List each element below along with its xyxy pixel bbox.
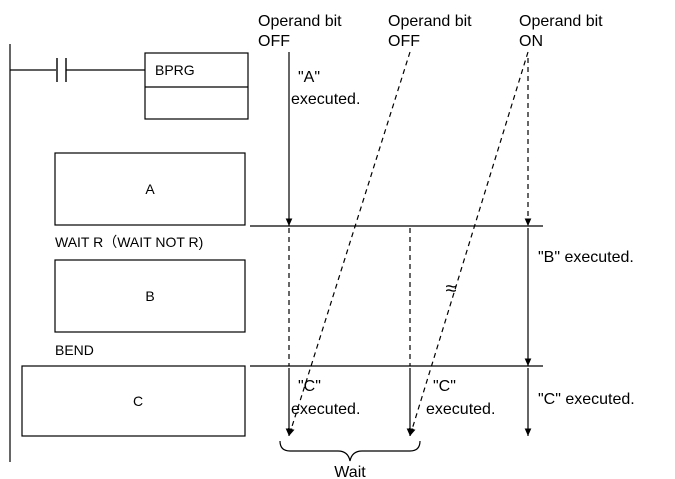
wait-statement-label: WAIT R（WAIT NOT R) bbox=[55, 234, 203, 250]
column-2-label-line2: OFF bbox=[388, 33, 420, 50]
bend-statement-label: BEND bbox=[55, 342, 94, 358]
a-executed-label-line2: executed. bbox=[291, 91, 360, 108]
wait-label: Wait bbox=[334, 464, 366, 479]
block-b-box bbox=[54, 259, 246, 333]
c1-executed-label-line1: "C" bbox=[298, 378, 321, 395]
c-executed-right-label: "C" executed. bbox=[538, 391, 635, 408]
bprg-instruction-box bbox=[144, 52, 249, 120]
column-2-label-line1: Operand bit bbox=[388, 13, 472, 30]
column-2-diagonal-dashed-arrow bbox=[288, 51, 411, 437]
c2-executed-label-line2: executed. bbox=[426, 401, 495, 418]
break-symbol: ≈ bbox=[446, 278, 457, 300]
wait-brace bbox=[279, 440, 421, 462]
c1-executed-label-line2: executed. bbox=[291, 401, 360, 418]
block-c-label: C bbox=[133, 393, 143, 409]
block-c-box bbox=[21, 365, 246, 437]
bprg-instruction-label: BPRG bbox=[155, 62, 195, 78]
column-3-label-line2: ON bbox=[519, 33, 543, 50]
block-a-label: A bbox=[145, 181, 155, 197]
column-1-label-line2: OFF bbox=[258, 33, 290, 50]
block-b-label: B bbox=[145, 288, 154, 304]
b-executed-right-label: "B" executed. bbox=[538, 249, 634, 266]
a-executed-label-line1: "A" bbox=[298, 69, 320, 86]
block-a-box bbox=[54, 152, 246, 226]
column-3-diagonal-dashed-arrow bbox=[409, 51, 529, 437]
contact-symbol bbox=[56, 58, 67, 82]
column-1-label-line1: Operand bit bbox=[258, 13, 342, 30]
column-3-label-line1: Operand bit bbox=[519, 13, 603, 30]
c2-executed-label-line1: "C" bbox=[433, 378, 456, 395]
